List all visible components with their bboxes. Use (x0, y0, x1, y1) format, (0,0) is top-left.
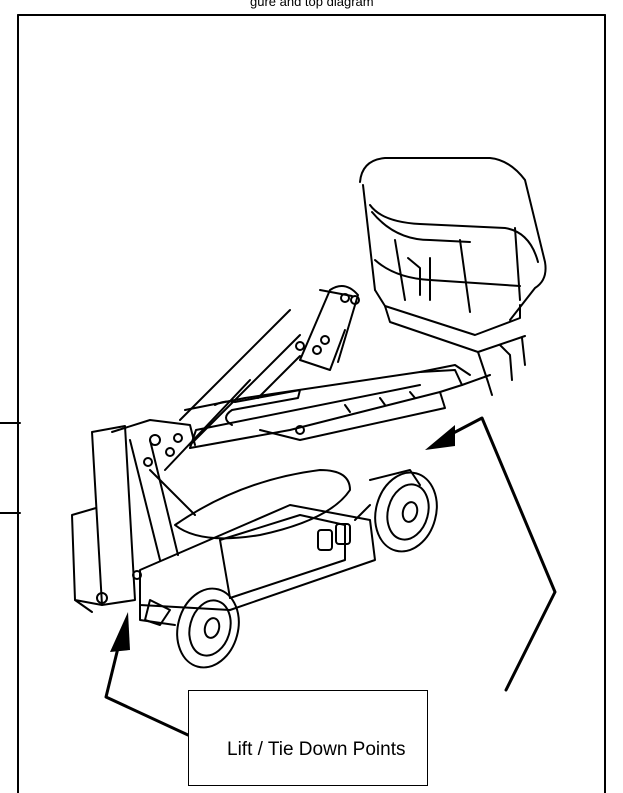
front-wheel (176, 587, 240, 669)
platform-basket (359, 157, 547, 396)
upper-arm (257, 285, 360, 399)
rear-wheel (374, 471, 438, 553)
frame-lines (0, 14, 606, 793)
telescopic-boom (184, 364, 491, 449)
lower-arms (111, 309, 301, 561)
chassis (139, 469, 421, 626)
callout-label: Lift / Tie Down Points (227, 739, 406, 760)
callout-box: Lift / Tie Down Points (188, 690, 428, 786)
callout-arrows (104, 416, 557, 737)
arrowheads (110, 425, 455, 652)
truncated-header-text: gure and top diagram (250, 0, 374, 9)
mast-column (71, 425, 142, 613)
